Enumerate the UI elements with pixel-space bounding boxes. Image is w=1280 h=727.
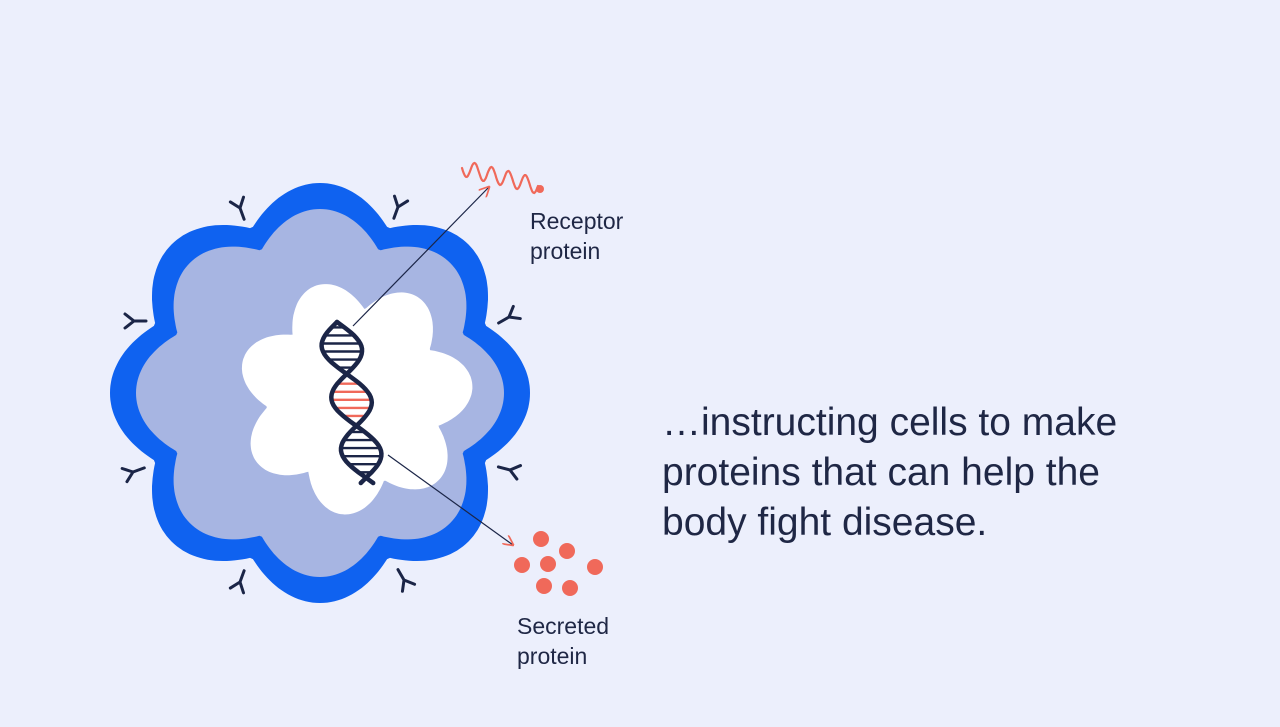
protein-dot: [514, 557, 530, 573]
secreted-label-line: protein: [517, 643, 588, 669]
caption-text: …instructing cells to make proteins that…: [662, 398, 1222, 548]
dna-helix-icon: [319, 319, 384, 486]
receptor-label-line: protein: [530, 238, 601, 264]
arrow-to-secreted-protein: [387, 454, 513, 545]
protein-dot: [562, 580, 578, 596]
antibody-receptor-icon: [228, 569, 246, 595]
caption-line: …instructing cells to make: [662, 401, 1118, 444]
antibody-receptor-icon: [392, 194, 410, 220]
protein-dot: [587, 559, 603, 575]
antibody-receptor-icon: [123, 312, 148, 330]
caption-line: proteins that can help the: [662, 451, 1100, 494]
caption-line: body fight disease.: [662, 501, 988, 544]
receptor-label-line: Receptor: [530, 208, 624, 234]
antibody-receptor-icon: [120, 466, 146, 484]
membrane-receptors: [120, 194, 523, 595]
protein-dot: [540, 556, 556, 572]
antibody-receptor-icon: [496, 464, 523, 481]
secreted-protein-label: Secreted protein: [517, 611, 609, 671]
arrow-to-receptor-protein: [352, 187, 489, 327]
dna-strand: [329, 319, 384, 486]
secreted-protein-icon: [514, 531, 603, 596]
secreted-label-line: Secreted: [517, 613, 610, 639]
antibody-receptor-icon: [497, 304, 522, 325]
receptor-protein-end: [536, 185, 544, 193]
antibody-receptor-icon: [228, 195, 246, 221]
receptor-protein-icon: [460, 161, 544, 195]
protein-dot: [559, 543, 575, 559]
receptor-protein-label: Receptor protein: [530, 206, 623, 266]
protein-dot: [533, 531, 549, 547]
dna-strand: [319, 319, 376, 486]
antibody-receptor-icon: [396, 568, 417, 593]
protein-dot: [536, 578, 552, 594]
